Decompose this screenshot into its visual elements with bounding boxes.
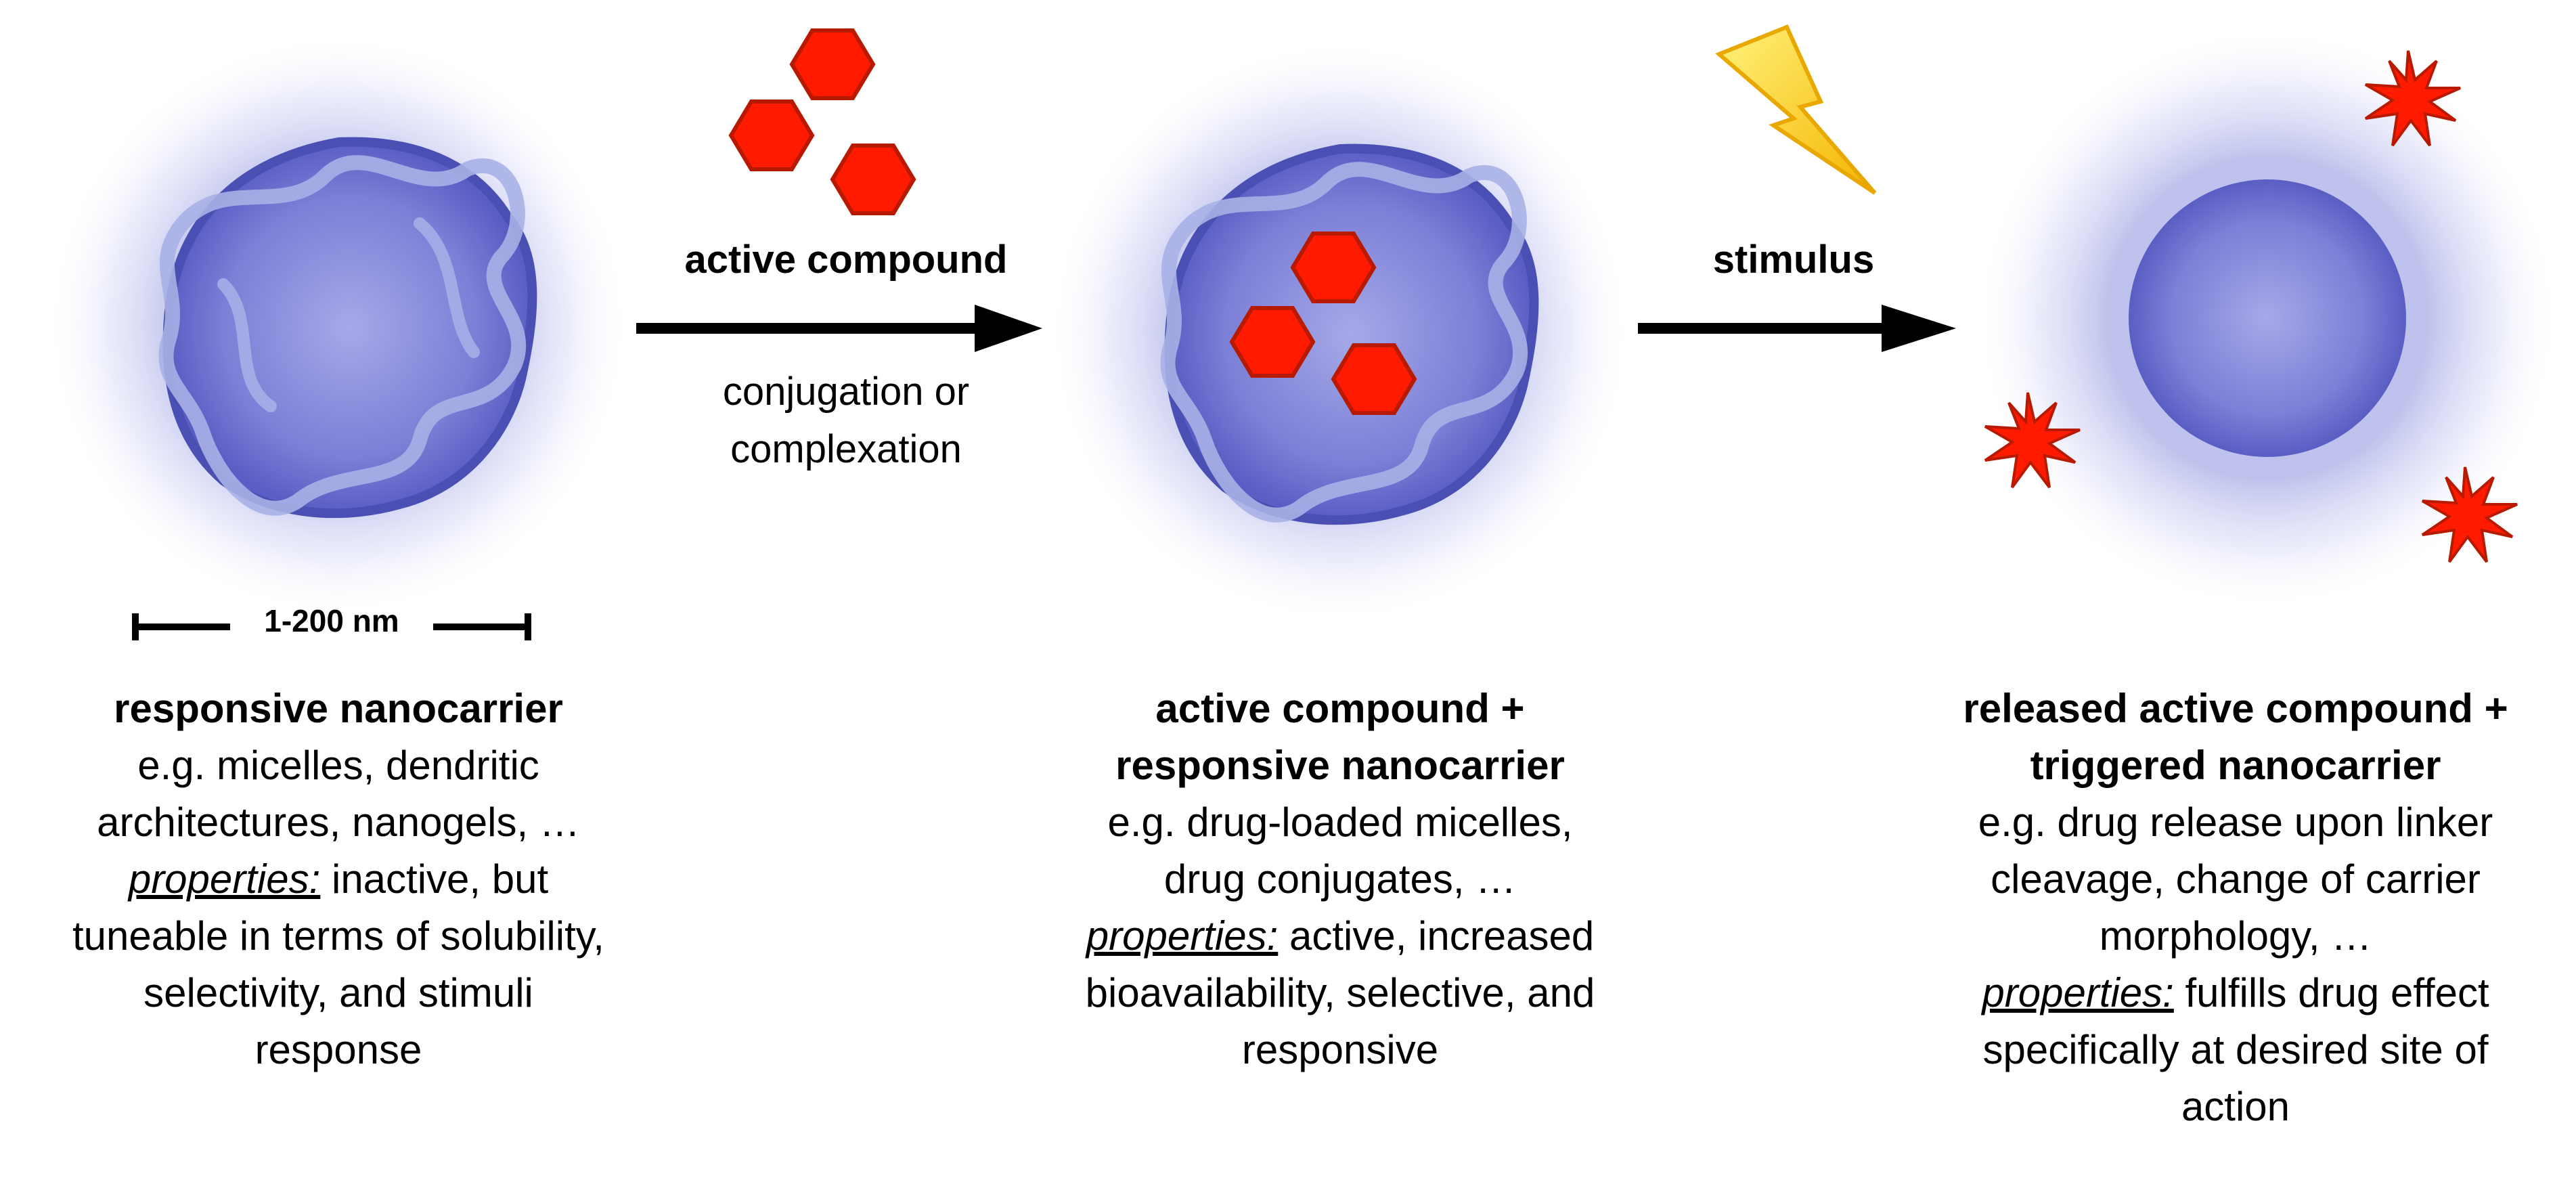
complexation-label: complexation: [730, 427, 962, 471]
scale-bar: [132, 613, 531, 640]
right-panel-line: specifically at desired site of: [1982, 1027, 2489, 1072]
right-panel-title: triggered nanocarrier: [2030, 743, 2441, 788]
drug-hexagon: [1229, 306, 1316, 378]
triggered-nanocarrier-graphic: [1976, 27, 2558, 609]
polymer-chain: [158, 155, 527, 516]
properties-label: properties:: [1086, 913, 1279, 959]
stimulus-label: stimulus: [1712, 238, 1875, 282]
right-panel-title: released active compound +: [1963, 686, 2508, 731]
loaded-nanocarrier-graphic: [1049, 41, 1631, 623]
middle-panel-line: e.g. drug-loaded micelles,: [1107, 800, 1573, 845]
active-compound-label: active compound: [684, 238, 1008, 282]
right-panel-line: cleavage, change of carrier: [1991, 856, 2481, 902]
conjugation-label: conjugation or: [722, 370, 970, 414]
right-panel-line: e.g. drug release upon linker: [1978, 800, 2493, 845]
drug-hexagon: [830, 144, 916, 215]
left-panel-line: response: [254, 1027, 422, 1072]
right-panel-line: morphology, …: [2099, 913, 2372, 959]
left-panel-properties: properties: inactive, but: [0, 851, 677, 908]
scale-bar-label: 1-200 nm: [264, 603, 399, 638]
active-compound-hexagons: [728, 28, 916, 215]
left-panel-text: responsive nanocarrier e.g. micelles, de…: [0, 680, 677, 1078]
left-panel-line: e.g. micelles, dendritic: [137, 743, 539, 788]
drug-star: [1984, 392, 2081, 489]
left-panel-line: tuneable in terms of solubility,: [72, 913, 604, 959]
middle-panel-line: drug conjugates, …: [1163, 856, 1517, 902]
released-drug-stars: [1984, 50, 2518, 563]
properties-label: properties:: [128, 856, 321, 902]
properties-text: inactive, but: [320, 856, 549, 902]
drug-hexagon: [728, 100, 815, 171]
properties-text: fulfills drug effect: [2173, 970, 2489, 1015]
conjugation-arrow: [636, 305, 1042, 352]
stimulus-arrow: [1638, 305, 1956, 352]
middle-panel-line: bioavailability, selective, and: [1085, 970, 1595, 1015]
drug-star: [2364, 50, 2461, 147]
drug-hexagon: [1331, 343, 1417, 415]
properties-text: active, increased: [1278, 913, 1595, 959]
right-panel-line: action: [2181, 1084, 2290, 1129]
middle-panel-properties: properties: active, increased: [968, 908, 1712, 965]
drug-hexagon: [1290, 232, 1377, 303]
left-panel-title: responsive nanocarrier: [114, 686, 563, 731]
left-panel-line: selectivity, and stimuli: [143, 970, 533, 1015]
drug-hexagon: [789, 28, 876, 100]
middle-panel-text: active compound + responsive nanocarrier…: [968, 680, 1712, 1078]
stimulus-lightning-icon: [1715, 24, 1877, 195]
right-panel-properties: properties: fulfills drug effect: [1895, 965, 2576, 1022]
left-panel-line: architectures, nanogels, …: [97, 800, 580, 845]
properties-label: properties:: [1982, 970, 2174, 1015]
responsive-nanocarrier-graphic: [47, 34, 629, 616]
middle-panel-title: active compound +: [1155, 686, 1525, 731]
middle-panel-line: responsive: [1241, 1027, 1439, 1072]
right-panel-text: released active compound + triggered nan…: [1895, 680, 2576, 1135]
drug-star: [2421, 466, 2518, 563]
middle-panel-title: responsive nanocarrier: [1115, 743, 1565, 788]
